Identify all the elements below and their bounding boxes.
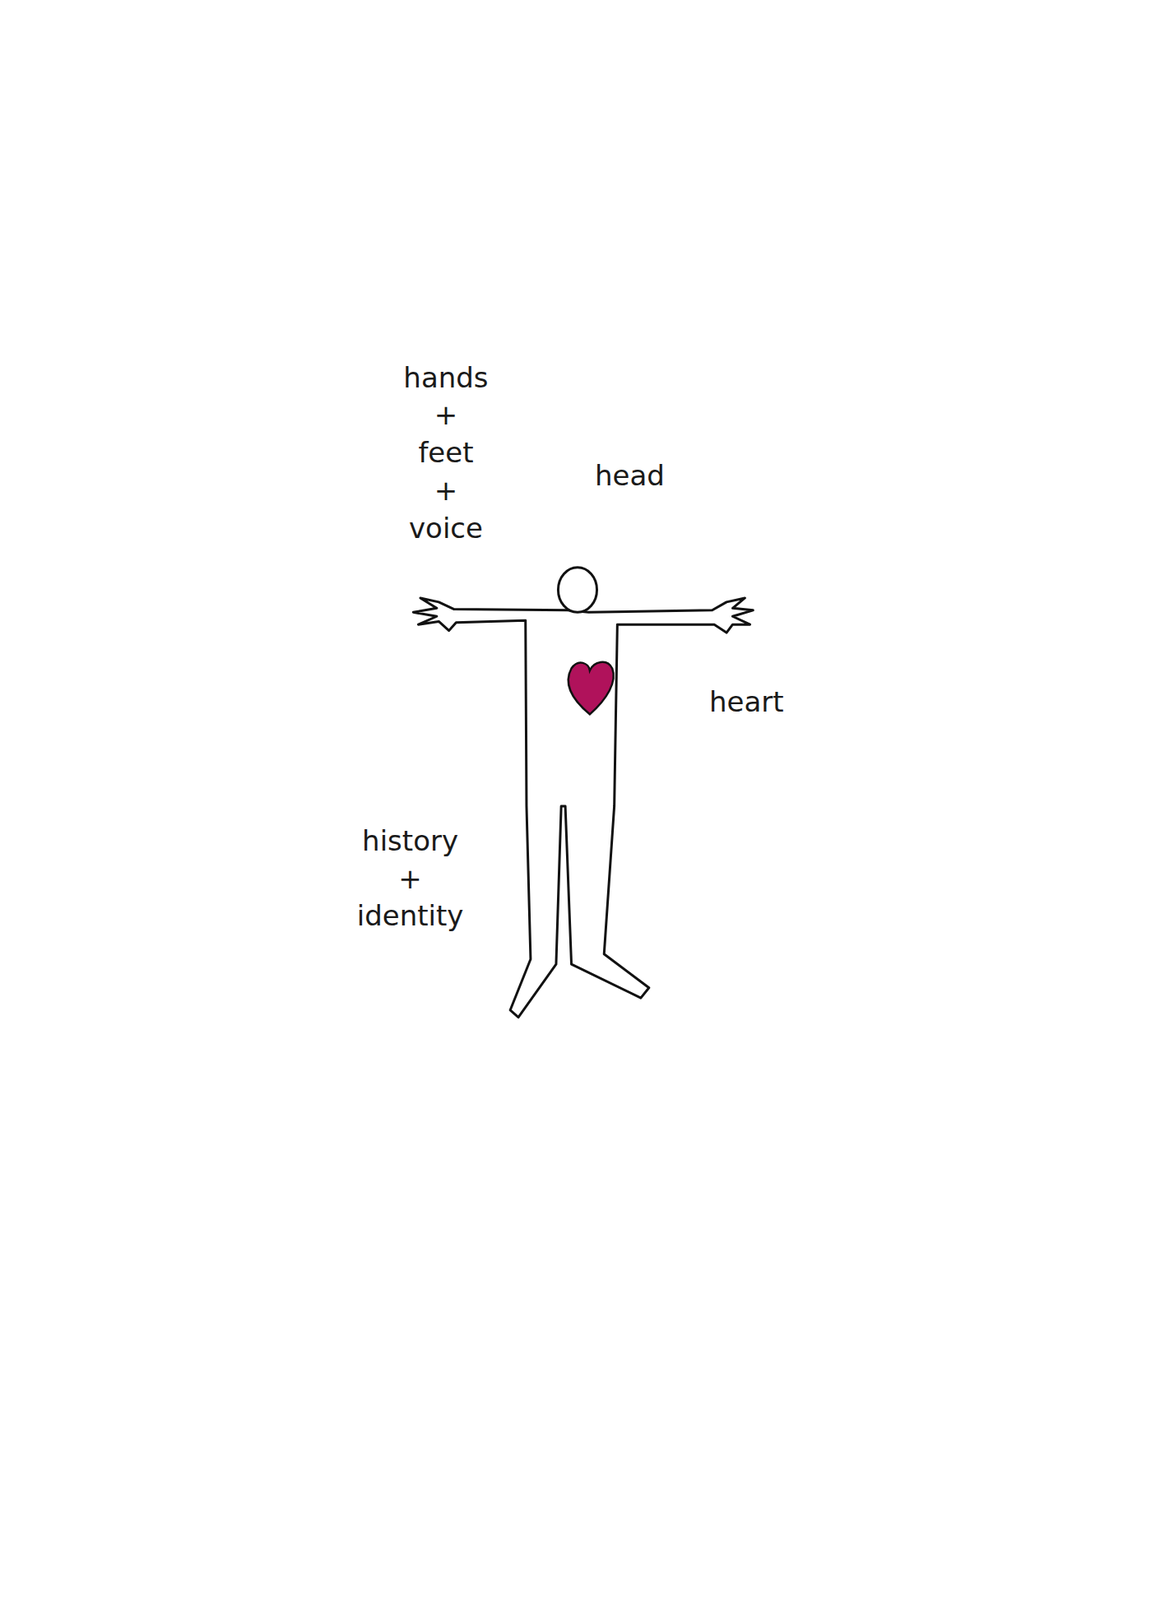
bubble-outline (614, 634, 1142, 1574)
bubble-path (571, 25, 1095, 598)
bubble-label: history + identity (357, 822, 465, 937)
speech-bubble: hands + feet + voice (30, 111, 546, 808)
speech-bubble: head (563, 15, 1100, 605)
speech-bubble: heart (614, 634, 1142, 1574)
bubble-label: heart (709, 683, 785, 722)
bubble-outline (35, 807, 665, 1600)
person-head (557, 567, 597, 613)
bubble-path (624, 645, 1133, 1567)
bubble-label: hands + feet + voice (403, 359, 488, 548)
person-body (413, 598, 753, 1018)
heart-symbol (568, 662, 614, 715)
bubble-label: head (594, 457, 665, 496)
bubble-path (38, 122, 539, 803)
speech-bubble: history + identity (35, 807, 665, 1600)
bubble-outline (563, 15, 1100, 605)
bubble-path (42, 816, 659, 1597)
